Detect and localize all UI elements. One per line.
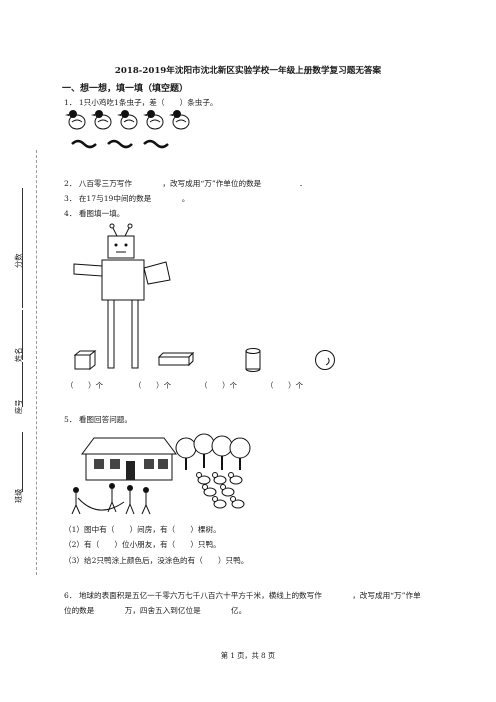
sphere-icon xyxy=(315,350,335,370)
page-footer: 第 1 页，共 8 页 xyxy=(220,651,276,660)
tree-icon xyxy=(193,433,215,468)
tree-icon xyxy=(175,437,197,470)
binding-line xyxy=(36,150,37,575)
scene-illustration xyxy=(71,433,251,515)
side-label-name: 姓名 xyxy=(14,347,23,362)
chick-icon xyxy=(117,110,138,130)
shape-blank-1: （ ）个 xyxy=(66,381,103,390)
shape-blank-2: （ ）个 xyxy=(134,381,171,390)
question-5-part-1: （1）图中有（ ）间房，有（ ）棵树。 xyxy=(64,525,221,534)
duck-icon xyxy=(212,472,227,485)
side-label-score: 分数 xyxy=(14,253,23,268)
duck-icon xyxy=(202,484,217,497)
question-6-line-1: 6． 地球的表面积是五亿一千零六万七千八百六十平方千米，横线上的数写作 ，改写成… xyxy=(64,591,421,600)
chick-icon xyxy=(169,110,190,130)
question-2: 2． 八百零三万写作 ，改写成用“万”作单位的数是 ． xyxy=(64,179,307,188)
duck-icon xyxy=(230,496,245,509)
cuboid-icon xyxy=(157,351,195,367)
child-icon xyxy=(125,485,135,515)
chick-icon xyxy=(65,110,86,130)
cylinder-icon xyxy=(245,348,261,372)
question-4: 4． 看图填一填。 xyxy=(64,209,125,218)
score-line xyxy=(22,188,23,308)
side-label-class: 班级 xyxy=(14,488,23,503)
house-icon xyxy=(81,437,177,481)
duck-icon xyxy=(228,472,243,485)
chick-icon xyxy=(143,110,164,130)
shape-blank-4: （ ）个 xyxy=(266,381,303,390)
worm-icon xyxy=(143,139,169,149)
name-line xyxy=(22,310,23,360)
seat-line xyxy=(22,362,23,407)
question-1: 1． 1只小鸡吃1条虫子，差（ ）条虫子。 xyxy=(64,98,218,107)
child-icon xyxy=(71,487,81,515)
question-6-line-2: 位的数是 万，四舍五入到亿位是 亿。 xyxy=(64,606,247,615)
child-icon xyxy=(107,483,117,513)
cube-icon xyxy=(73,349,97,371)
question-3: 3． 在17与19中间的数是 。 xyxy=(64,194,190,203)
question-5: 5． 看图回答问题。 xyxy=(64,415,132,424)
question-5-part-2: （2）有（ ）位小朋友，有（ ）只鸭。 xyxy=(64,540,221,549)
duck-icon xyxy=(212,496,227,509)
robot-figure xyxy=(73,223,171,369)
tree-icon xyxy=(229,437,251,470)
question-5-part-3: （3）给2只鸭涂上颜色后，没涂色的有（ ）只鸭。 xyxy=(64,556,249,565)
shape-blank-3: （ ）个 xyxy=(200,381,237,390)
child-icon xyxy=(141,487,151,515)
duck-icon xyxy=(220,484,235,497)
duck-icon xyxy=(196,472,211,485)
chicks-illustration xyxy=(65,110,190,149)
section-heading: 一、想一想，填一填（填空题） xyxy=(62,84,189,94)
class-line xyxy=(22,432,23,492)
page-title: 2018-2019年沈阳市沈北新区实验学校一年级上册数学复习题无答案 xyxy=(114,66,382,76)
tree-icon xyxy=(211,435,233,470)
worm-icon xyxy=(71,139,97,149)
worm-icon xyxy=(107,139,133,149)
side-label-seat: 座号 xyxy=(14,399,23,414)
chick-icon xyxy=(91,110,112,130)
